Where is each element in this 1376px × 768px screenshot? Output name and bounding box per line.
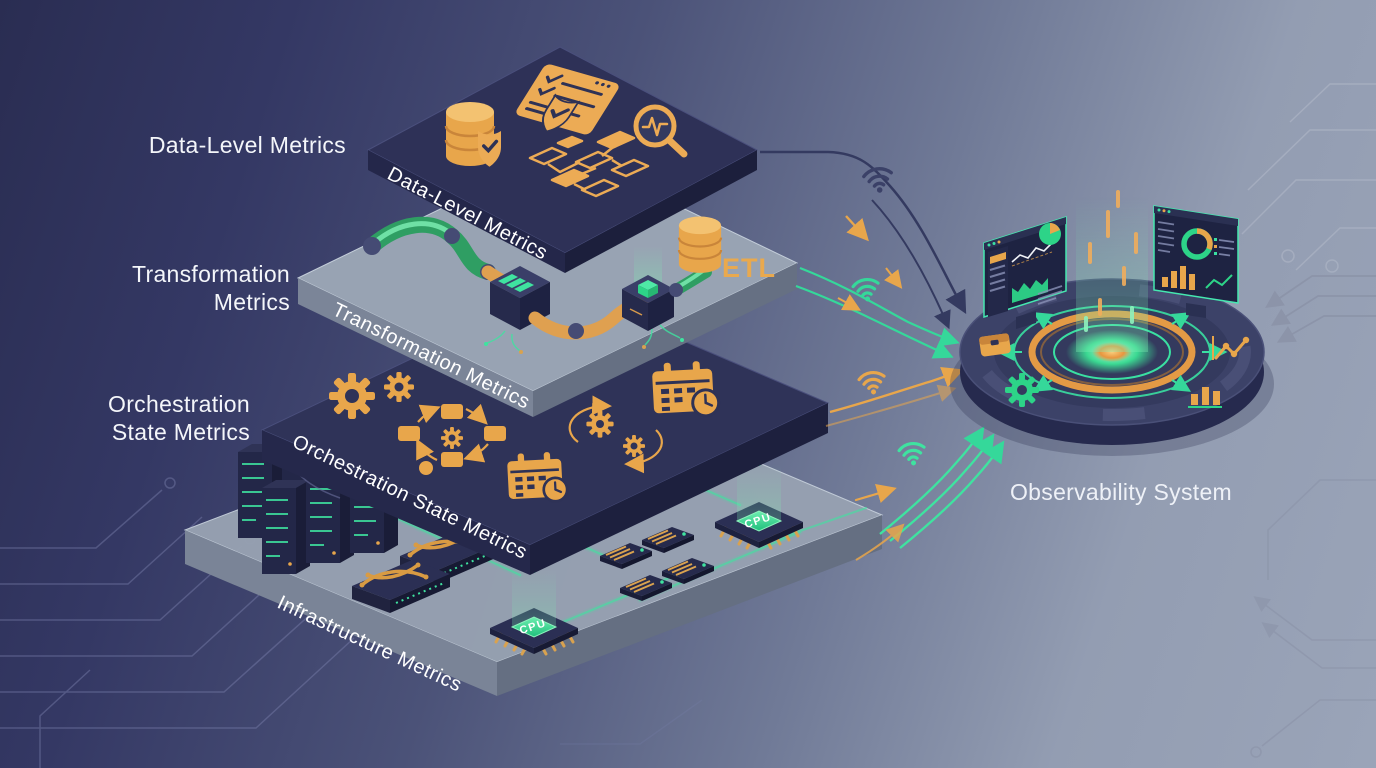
- flowchart-icon: [528, 130, 650, 198]
- transformation-label-line2: Metrics: [214, 289, 290, 315]
- bar-chart-icon: [1188, 387, 1222, 408]
- gear-cycle-icon: [568, 395, 663, 474]
- checklist-shield-icon: [516, 64, 619, 137]
- orchestration-label-line2: State Metrics: [112, 419, 250, 445]
- connection-flows: [760, 150, 1005, 561]
- database-shield-icon: [444, 100, 503, 169]
- orchestration-layer: [260, 287, 830, 575]
- etl-label: ETL: [722, 253, 776, 283]
- data-level-label: Data-Level Metrics: [149, 132, 346, 158]
- gear-icon: [1005, 373, 1039, 407]
- transformation-label-line1: Transformation: [132, 261, 290, 287]
- circuit-traces-bottom-right: [1250, 479, 1376, 758]
- trend-line-icon: [1212, 336, 1250, 360]
- gears-icon: [329, 372, 414, 419]
- data-level-layer: [366, 46, 759, 273]
- observability-system-label: Observability System: [1010, 479, 1232, 505]
- dashboard-screen-left: [983, 215, 1067, 329]
- circuit-traces-top-right: [1241, 83, 1376, 273]
- observability-hub: [950, 190, 1274, 456]
- circuit-arrows-right: [1265, 275, 1376, 343]
- cpu-chip-icon-2: CPU: [488, 553, 580, 656]
- search-pulse-icon: [633, 104, 688, 158]
- cpu-chip-icon: CPU: [713, 446, 805, 550]
- beam-particles: [1084, 190, 1138, 332]
- briefcase-icon: [979, 333, 1011, 357]
- etl-database-icon: [677, 215, 723, 274]
- orchestration-label-line1: Orchestration: [108, 391, 250, 417]
- processor-box-icon-2: [622, 246, 684, 349]
- workflow-dag-icon: [398, 403, 506, 475]
- dashboard-screen-right: [1153, 205, 1239, 318]
